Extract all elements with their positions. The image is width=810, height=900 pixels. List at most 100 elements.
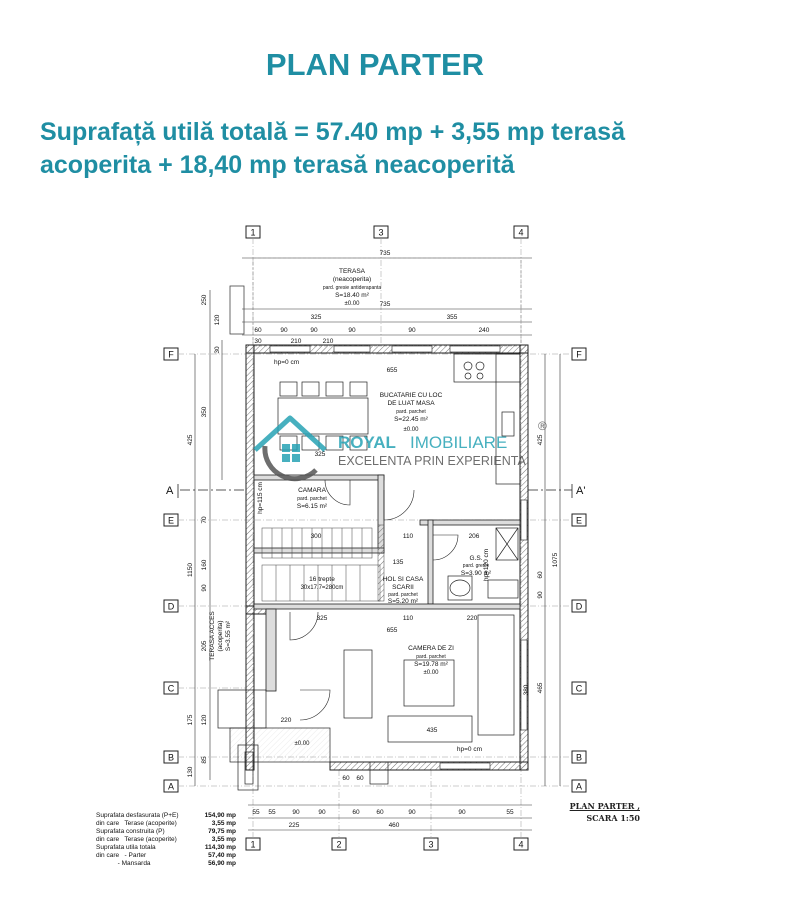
svg-text:3: 3 [378, 228, 383, 238]
svg-text:85: 85 [201, 756, 208, 764]
svg-text:1: 1 [250, 840, 255, 850]
dim-220-b: 220 [281, 717, 292, 724]
dim-top-total: 735 [380, 250, 391, 257]
svg-text:hp=120 cm: hp=120 cm [483, 549, 490, 581]
svg-text:B: B [168, 753, 174, 763]
svg-text:4: 4 [518, 840, 523, 850]
svg-text:350: 350 [201, 406, 208, 417]
dim-60: 60 [342, 775, 350, 782]
registered-icon: ® [538, 419, 547, 433]
svg-text:1150: 1150 [187, 563, 194, 577]
dim-60-b: 60 [356, 775, 364, 782]
svg-text:pard. parchet: pard. parchet [396, 409, 426, 415]
svg-text:90: 90 [318, 809, 326, 816]
svg-text:130: 130 [187, 766, 194, 777]
axis-marker-c-right [571, 681, 587, 695]
area-summary-line-2: acoperita + 18,40 mp terasă neacoperită [40, 151, 515, 179]
svg-text:30: 30 [214, 346, 221, 354]
legend-value: 114,30 mp [204, 844, 236, 851]
section-label-right: A' [576, 485, 585, 497]
svg-text:hp=115 cm: hp=115 cm [257, 482, 264, 514]
brand-name-b: IMOBILIARE [410, 433, 507, 452]
hp-label-left: hp=0 cm [274, 359, 299, 366]
svg-text:4: 4 [518, 228, 523, 238]
dim-300: 300 [311, 533, 322, 540]
svg-text:250: 250 [201, 294, 208, 305]
dim-detail-90b: 90 [310, 327, 318, 334]
svg-text:60: 60 [537, 571, 544, 579]
living-furniture [343, 614, 515, 743]
legend-label: - Mansarda [96, 860, 151, 867]
legend-label: Suprafata desfasurata (P+E) [96, 812, 179, 819]
legend-label: Suprafata construita (P) [96, 828, 165, 835]
svg-text:F: F [576, 350, 582, 360]
dim-220: 220 [467, 615, 478, 622]
svg-text:90: 90 [408, 809, 416, 816]
svg-text:pard. parchet: pard. parchet [297, 496, 327, 502]
terasa-title: TERASA [339, 268, 366, 275]
svg-text:D: D [576, 602, 583, 612]
room-labels: TERASA (neacoperita) pard. gresie antide… [295, 268, 492, 747]
svg-text:55: 55 [268, 809, 276, 816]
svg-text:55: 55 [252, 809, 260, 816]
svg-text:2: 2 [336, 840, 341, 850]
svg-text:425: 425 [537, 434, 544, 445]
dim-135: 135 [393, 559, 404, 566]
svg-text:70: 70 [201, 516, 208, 524]
svg-text:E: E [576, 516, 582, 526]
svg-text:90: 90 [201, 584, 208, 592]
doors [289, 479, 459, 721]
dim-206: 206 [469, 533, 480, 540]
area-summary: Suprafață utilă totală = 57.40 mp + 3,55… [40, 116, 625, 182]
dim-bottom-total: 460 [389, 822, 400, 829]
house-icon [253, 415, 327, 482]
camera-de-zi-title: CAMERA DE ZI [408, 645, 454, 652]
svg-text:3: 3 [428, 840, 433, 850]
entry-level: ±0.00 [295, 741, 311, 747]
legend-value: 79,75 mp [208, 828, 236, 835]
svg-text:120: 120 [214, 314, 221, 325]
hp-label-bottom: hp=0 cm [457, 746, 482, 753]
svg-text:pard. parchet: pard. parchet [416, 654, 446, 660]
svg-text:pard. gresie antiderapanta: pard. gresie antiderapanta [323, 285, 382, 291]
legend-row: Suprafata construita (P) 79,75 mp [96, 828, 236, 836]
page-title: PLAN PARTER [265, 47, 485, 82]
svg-text:TERASA ACCES: TERASA ACCES [209, 611, 216, 661]
svg-text:B: B [576, 753, 582, 763]
camara-title: CAMARA [298, 487, 326, 494]
legend-value: 3,55 mp [211, 836, 236, 843]
gs-title: G.S. [469, 555, 482, 562]
dim-detail2-210a: 210 [291, 338, 302, 345]
dim-detail-90a: 90 [280, 327, 288, 334]
svg-text:SCARII: SCARII [392, 584, 414, 591]
svg-text:E: E [168, 516, 174, 526]
bathroom-fixtures [447, 527, 519, 601]
legend-value: 56,90 mp [208, 860, 236, 867]
svg-text:30x17.7=280cm: 30x17.7=280cm [301, 585, 344, 591]
svg-text:(acoperita): (acoperita) [217, 620, 224, 651]
area-summary-line-1: Suprafață utilă totală = 57.40 mp + 3,55… [40, 118, 625, 146]
svg-text:60: 60 [376, 809, 384, 816]
terrace-steps [229, 285, 245, 335]
bucatarie-title: BUCATARIE CU LOC [380, 392, 443, 399]
svg-text:A: A [576, 782, 582, 792]
svg-text:F: F [168, 350, 174, 360]
svg-text:D: D [168, 602, 175, 612]
svg-text:±0.00: ±0.00 [404, 427, 420, 433]
dim-detail-90d: 90 [408, 327, 416, 334]
svg-text:±0.00: ±0.00 [345, 301, 361, 307]
dim-325-b: 325 [317, 615, 328, 622]
section-line [177, 484, 573, 498]
dim-bottom-left: 225 [289, 822, 300, 829]
legend-value: 154,90 mp [204, 812, 236, 819]
brand-tagline: EXCELENTA PRIN EXPERIENTA [338, 454, 526, 468]
svg-text:90: 90 [292, 809, 300, 816]
axis-grid-bottom: 1 2 3 4 [245, 837, 529, 851]
svg-text:55: 55 [506, 809, 514, 816]
svg-text:(neacoperita): (neacoperita) [333, 276, 371, 283]
scale-ratio: SCARA 1:50 [586, 813, 640, 823]
dim-detail2-210b: 210 [323, 338, 334, 345]
legend-label: din care - Parter [96, 852, 147, 859]
